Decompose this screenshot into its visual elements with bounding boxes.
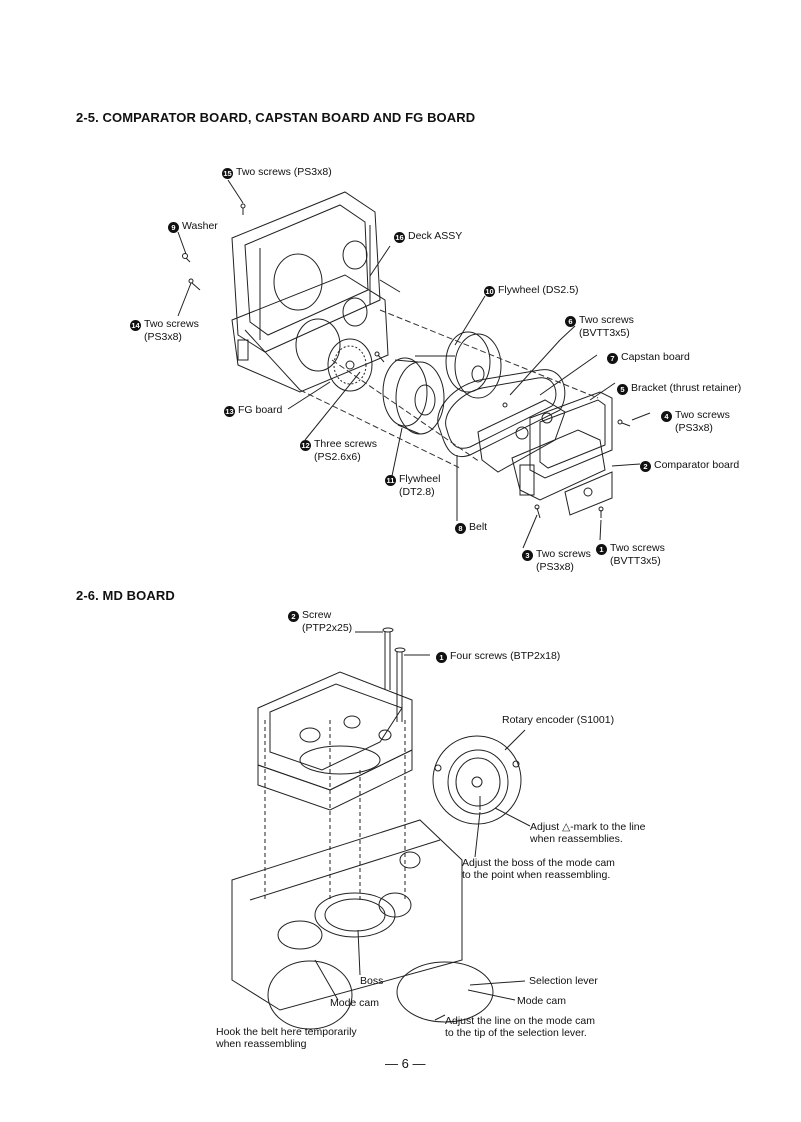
callout-text-2: (BVTT3x5): [579, 327, 630, 339]
callout-text: Two screws: [610, 542, 665, 554]
callout-text: Two screws: [675, 409, 730, 421]
callout-number-badge: 1: [436, 652, 447, 663]
callout-text-2: (PS2.6x6): [314, 451, 361, 463]
callout-text: Two screws: [144, 318, 199, 330]
note-rotary-encoder: Rotary encoder (S1001): [502, 714, 615, 726]
callout-text: Flywheel: [399, 473, 441, 485]
section-2-6-title: 2-6. MD BOARD: [76, 588, 175, 603]
note-line-1: Hook the belt here temporarily: [216, 1026, 357, 1038]
callout-text: Two screws: [536, 548, 591, 560]
callout-number-badge: 16: [394, 232, 405, 243]
callout-number-badge: 2: [640, 461, 651, 472]
screw-drawings: [182, 203, 631, 519]
note-line-2: to the point when reassembling.: [462, 869, 611, 881]
callout-text: Deck ASSY: [408, 230, 463, 242]
callout-number-badge: 7: [607, 353, 618, 364]
callout-text: Two screws: [579, 314, 634, 326]
note-hook-belt: Hook the belt here temporarily when reas…: [216, 1026, 357, 1050]
flywheel-ds-drawing: [415, 331, 502, 399]
callout-text: Two screws (PS3x8): [236, 166, 332, 178]
callout-text-2: (PS3x8): [144, 331, 182, 343]
flywheel-dt-drawing: [382, 357, 445, 435]
note-line-2: when reassembling: [216, 1038, 307, 1050]
callout-text: Bracket (thrust retainer): [631, 382, 742, 394]
callout-text: FG board: [238, 404, 283, 416]
callout-text: Washer: [182, 220, 218, 232]
callout-number-badge: 9: [168, 222, 179, 233]
note-adjust-line: Adjust the line on the mode cam to the t…: [445, 1015, 595, 1039]
callout-text: Capstan board: [621, 351, 690, 363]
callout-text-2: (DT2.8): [399, 486, 435, 498]
label-mode-cam-left: Mode cam: [330, 997, 380, 1009]
note-line-1: Adjust △-mark to the line: [530, 821, 646, 833]
note-adjust-boss: Adjust the boss of the mode cam to the p…: [462, 857, 615, 881]
selection-lever-detail-circle: [396, 961, 494, 1023]
note-adjust-mark: Adjust △-mark to the line when reassembl…: [530, 821, 645, 845]
rotary-encoder-drawing: [432, 735, 522, 825]
section-2-5-title: 2-5. COMPARATOR BOARD, CAPSTAN BOARD AND…: [76, 110, 476, 125]
callout-text: Flywheel (DS2.5): [498, 284, 579, 296]
callout-number-badge: 13: [224, 406, 235, 417]
callout-text: Four screws (BTP2x18): [450, 650, 561, 662]
callout-text-2: (PTP2x25): [302, 622, 353, 634]
bracket-drawing: [529, 391, 613, 479]
callout-text-2: (PS3x8): [536, 561, 574, 573]
callout-number-badge: 11: [385, 475, 396, 486]
mechanism-drawing: [231, 819, 463, 1011]
callout-text: Screw: [302, 609, 332, 621]
label-mode-cam-right: Mode cam: [517, 995, 567, 1007]
label-selection-lever: Selection lever: [529, 975, 598, 987]
callout-text: Three screws: [314, 438, 378, 450]
callout-number-badge: 8: [455, 523, 466, 534]
callout-text: Belt: [469, 521, 488, 533]
deck-assy-drawing: [231, 191, 401, 393]
page-number: — 6 —: [385, 1056, 426, 1071]
comparator-board-drawing: [511, 429, 613, 516]
callout-number-badge: 2: [288, 611, 299, 622]
callout-text-2: (PS3x8): [675, 422, 713, 434]
callout-number-badge: 14: [130, 320, 141, 331]
callout-number-badge: 4: [661, 411, 672, 422]
callout-number-badge: 6: [565, 316, 576, 327]
callout-text-2: (BVTT3x5): [610, 555, 661, 567]
note-line-2: when reassemblies.: [530, 833, 623, 845]
callout-text: Comparator board: [654, 459, 740, 471]
callout-number-badge: 1: [596, 544, 607, 555]
callout-number-badge: 5: [617, 384, 628, 395]
md-screws-drawing: [355, 627, 430, 722]
md-board-drawing: [257, 671, 413, 811]
callout-number-badge: 12: [300, 440, 311, 451]
callout-number-badge: 10: [484, 286, 495, 297]
callout-number-badge: 15: [222, 168, 233, 179]
note-line-1: Adjust the boss of the mode cam: [462, 857, 615, 869]
belt-hook-detail-circle: [267, 960, 353, 1030]
fg-board-drawing: [327, 338, 373, 392]
callout-number-badge: 3: [522, 550, 533, 561]
note-line-1: Adjust the line on the mode cam: [445, 1015, 596, 1027]
label-boss: Boss: [360, 975, 384, 987]
note-line-2: to the tip of the selection lever.: [445, 1027, 587, 1039]
